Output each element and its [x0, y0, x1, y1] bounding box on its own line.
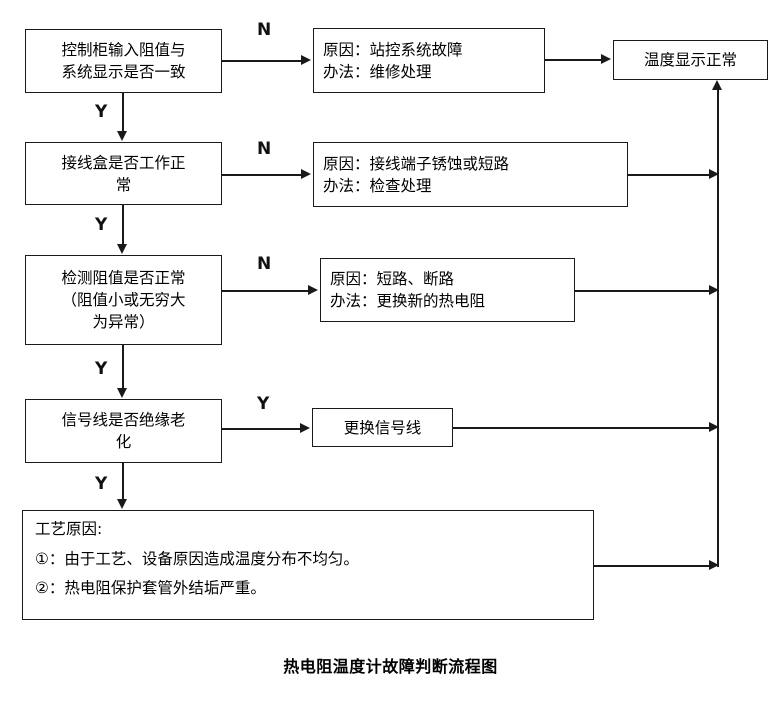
- decision-box-2-line-2: 常: [115, 175, 132, 194]
- decision-box-3-line-1: 检测阻值是否正常: [61, 269, 186, 287]
- trunk-line-to-terminal: [717, 90, 719, 567]
- arrow-outcome3-to-trunk: [709, 285, 719, 295]
- arrow-d2-to-d3: [117, 244, 127, 254]
- edge-label-n-2: N: [257, 139, 272, 159]
- edge-label-n-1: N: [257, 20, 272, 40]
- arrow-outcome1-to-terminal: [601, 54, 611, 64]
- arrow-outcome2-to-trunk: [709, 169, 719, 179]
- edge-label-n-3: N: [257, 254, 272, 274]
- process-reasons-item-2: ②：热电阻保护套管外结垢严重。: [35, 579, 266, 597]
- outcome-box-4[interactable]: 更换信号线: [312, 408, 453, 447]
- connector-outcome3-to-trunk: [575, 290, 711, 292]
- edge-label-y-2: Y: [95, 215, 108, 235]
- outcome-box-4-line-1: 更换信号线: [343, 418, 422, 437]
- connector-d2-to-outcome2: [222, 174, 302, 176]
- connector-outcome1-to-terminal: [545, 59, 602, 61]
- decision-box-1-line-2: 系统显示是否一致: [61, 63, 186, 81]
- outcome-box-2[interactable]: 原因：接线端子锈蚀或短路 办法：检查处理: [313, 142, 628, 207]
- edge-label-y-branch-4: Y: [257, 394, 270, 414]
- connector-d4-to-reasons: [122, 463, 124, 500]
- connector-reasons-to-trunk: [594, 565, 711, 567]
- decision-box-3-line-3: 为异常）: [92, 313, 155, 331]
- connector-outcome4-to-trunk: [453, 427, 711, 429]
- process-reasons-box[interactable]: 工艺原因: ①：由于工艺、设备原因造成温度分布不均匀。 ②：热电阻保护套管外结垢…: [22, 510, 594, 620]
- outcome-box-1-line-1: 原因：站控系统故障: [323, 40, 463, 59]
- connector-d2-to-d3: [122, 205, 124, 245]
- outcome-box-3-line-2: 办法：更换新的热电阻: [330, 292, 486, 310]
- decision-box-4-line-2: 化: [115, 433, 132, 451]
- arrow-d1-to-outcome1: [301, 55, 311, 65]
- outcome-box-3[interactable]: 原因：短路、断路 办法：更换新的热电阻: [320, 258, 575, 322]
- decision-box-1-line-1: 控制柜输入阻值与: [61, 41, 186, 59]
- terminal-box-label: 温度显示正常: [643, 51, 737, 69]
- connector-d1-to-outcome1: [222, 60, 302, 62]
- outcome-box-2-line-2: 办法：检查处理: [323, 176, 432, 195]
- decision-box-1[interactable]: 控制柜输入阻值与 系统显示是否一致: [25, 29, 222, 93]
- arrow-d2-to-outcome2: [301, 169, 311, 179]
- connector-outcome2-to-trunk: [628, 174, 711, 176]
- arrow-d3-to-d4: [117, 388, 127, 398]
- diagram-caption: 热电阻温度计故障判断流程图: [283, 657, 498, 676]
- arrow-outcome4-to-trunk: [709, 422, 719, 432]
- connector-d4-to-outcome4: [222, 428, 301, 430]
- edge-label-y-3: Y: [95, 359, 108, 379]
- terminal-box-normal[interactable]: 温度显示正常: [613, 40, 768, 80]
- edge-label-y-4: Y: [95, 474, 108, 494]
- decision-box-4[interactable]: 信号线是否绝缘老 化: [25, 399, 222, 463]
- process-reasons-title: 工艺原因:: [35, 520, 103, 538]
- arrow-d1-to-d2: [117, 131, 127, 141]
- edge-label-y-1: Y: [95, 102, 108, 122]
- outcome-box-1-line-2: 办法：维修处理: [323, 62, 432, 81]
- decision-box-3[interactable]: 检测阻值是否正常 （阻值小或无穷大 为异常）: [25, 255, 222, 345]
- outcome-box-1[interactable]: 原因：站控系统故障 办法：维修处理: [313, 28, 545, 93]
- process-reasons-item-1: ①：由于工艺、设备原因造成温度分布不均匀。: [35, 549, 359, 568]
- decision-box-2-line-1: 接线盒是否工作正: [61, 153, 186, 172]
- outcome-box-3-line-1: 原因：短路、断路: [330, 270, 455, 288]
- arrow-trunk-to-terminal: [712, 80, 722, 90]
- arrow-reasons-to-trunk: [709, 560, 719, 570]
- connector-d3-to-outcome3: [222, 290, 309, 292]
- connector-d3-to-d4: [122, 345, 124, 389]
- connector-d1-to-d2: [122, 93, 124, 132]
- outcome-box-2-line-1: 原因：接线端子锈蚀或短路: [323, 154, 510, 173]
- decision-box-2[interactable]: 接线盒是否工作正 常: [25, 142, 222, 205]
- decision-box-4-line-1: 信号线是否绝缘老: [61, 411, 186, 429]
- arrow-d4-to-outcome4: [300, 423, 310, 433]
- arrow-d3-to-outcome3: [308, 285, 318, 295]
- decision-box-3-line-2: （阻值小或无穷大: [61, 291, 186, 309]
- arrow-d4-to-reasons: [117, 499, 127, 509]
